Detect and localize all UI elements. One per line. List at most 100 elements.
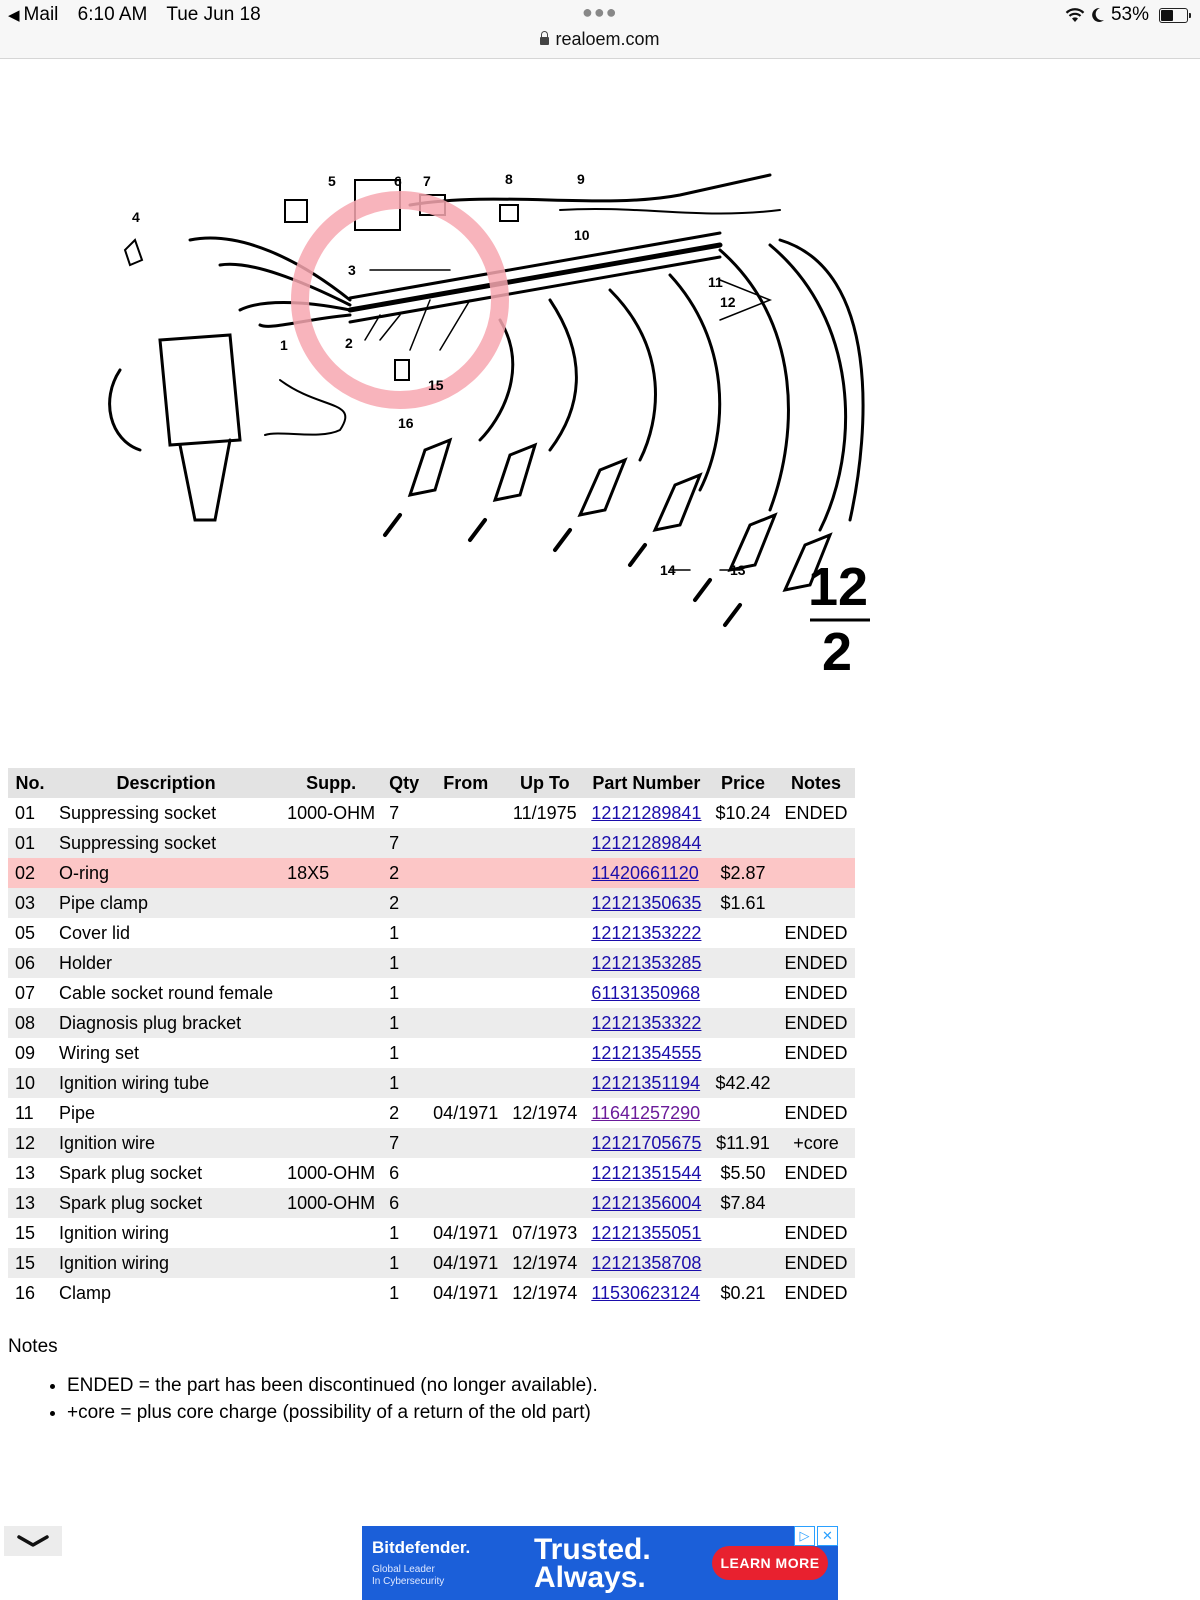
cell-price: $7.84: [708, 1188, 778, 1218]
cell-notes: +core: [777, 1128, 855, 1158]
cell-price: $0.21: [720, 1282, 766, 1303]
cell-part-number: 12121289841: [584, 798, 708, 828]
table-header-row: No. Description Supp. Qty From Up To Par…: [8, 768, 855, 798]
status-right: 53%: [1065, 4, 1191, 26]
part-number-link[interactable]: 12121355051: [591, 1222, 702, 1243]
adchoices-icon[interactable]: ▷: [794, 1526, 815, 1546]
cell-part-number: 12121358708: [584, 1248, 709, 1278]
part-number-link[interactable]: 12121353285: [591, 952, 702, 973]
header-supp: Supp.: [280, 768, 383, 798]
part-number-link[interactable]: 11530623124: [591, 1282, 701, 1303]
ad-banner[interactable]: Bitdefender. Global Leader In Cybersecur…: [362, 1526, 838, 1600]
cell-price: [708, 978, 777, 1008]
part-number-link[interactable]: 12121289841: [591, 802, 702, 823]
cell-supp: [280, 1098, 382, 1128]
cell-supp: [280, 948, 383, 978]
cell-qty: 1: [389, 1282, 400, 1303]
note-item: ENDED = the part has been discontinued (…: [67, 1372, 598, 1399]
cell-no: 01: [8, 828, 52, 858]
cell-description: Spark plug socket: [52, 1188, 281, 1218]
callout-1: 1: [280, 337, 288, 353]
cell-no: 11: [15, 1102, 34, 1123]
url-text[interactable]: realoem.com: [555, 29, 660, 49]
more-dots-icon[interactable]: ●●●: [582, 2, 618, 22]
cell-up-to: [505, 918, 584, 948]
back-app-label[interactable]: Mail: [23, 4, 59, 25]
callout-11: 11: [708, 274, 723, 290]
cell-no: 02: [8, 858, 52, 888]
cell-description: Diagnosis plug bracket: [52, 1008, 281, 1038]
cell-no: 06: [8, 948, 52, 978]
callout-5: 5: [328, 173, 336, 189]
back-arrow-icon[interactable]: ◀: [8, 7, 20, 24]
cell-qty: 6: [389, 1162, 400, 1183]
cell-qty: 7: [389, 802, 400, 823]
cell-supp: 1000-OHM: [287, 802, 376, 823]
callout-9: 9: [577, 171, 585, 187]
cell-from: [426, 888, 506, 918]
header-from: From: [426, 768, 506, 798]
battery-icon: [1159, 7, 1191, 23]
cell-part-number: 61131350968: [584, 978, 708, 1008]
cell-part-number: 12121353322: [584, 1008, 709, 1038]
part-number-link[interactable]: 12121351544: [591, 1162, 702, 1183]
clock: 6:10 AM: [77, 4, 148, 25]
cell-qty: 1: [389, 982, 400, 1003]
cell-supp: 18X5: [280, 858, 383, 888]
ad-learn-more-button[interactable]: LEARN MORE: [712, 1546, 828, 1580]
part-number-link[interactable]: 11420661120: [591, 862, 699, 883]
cell-up-to: 11/1975: [512, 802, 577, 823]
header-price: Price: [708, 768, 778, 798]
cell-supp: [280, 1068, 383, 1098]
part-number-link[interactable]: 12121354555: [591, 1042, 702, 1063]
part-number-link[interactable]: 12121353222: [591, 922, 702, 943]
ad-slogan-line: Trusted.: [534, 1533, 651, 1566]
cell-notes: ENDED: [777, 1008, 855, 1038]
cell-supp: 1000-OHM: [280, 1188, 383, 1218]
cell-from: [426, 1128, 506, 1158]
part-number-link[interactable]: 12121356004: [591, 1192, 702, 1213]
header-up-to: Up To: [505, 768, 585, 798]
part-number-link[interactable]: 12121353322: [591, 1012, 702, 1033]
cell-description: Ignition wire: [52, 1128, 281, 1158]
part-number-link[interactable]: 11641257290: [591, 1102, 701, 1123]
cell-qty: 6: [382, 1188, 427, 1218]
cell-description: Wiring set: [59, 1042, 140, 1063]
collapse-toolbar-button[interactable]: [4, 1526, 62, 1556]
part-number-link[interactable]: 12121350635: [591, 892, 702, 913]
cell-part-number: 11641257290: [584, 1098, 708, 1128]
notes-list: ENDED = the part has been discontinued (…: [22, 1372, 598, 1426]
cell-description: Cover lid: [59, 922, 131, 943]
part-number-link[interactable]: 12121358708: [591, 1252, 702, 1273]
callout-2: 2: [345, 335, 353, 351]
cell-price: $2.87: [708, 858, 778, 888]
cell-no: 12: [8, 1128, 52, 1158]
cell-description: Cable socket round female: [59, 982, 274, 1003]
cell-up-to: [505, 948, 585, 978]
cell-from: [426, 948, 506, 978]
cell-notes: ENDED: [784, 922, 848, 943]
ad-tagline: Global Leader In Cybersecurity: [372, 1564, 444, 1588]
close-icon[interactable]: ✕: [817, 1526, 838, 1546]
cell-price: [708, 1098, 777, 1128]
part-number-link[interactable]: 61131350968: [591, 982, 701, 1003]
parts-diagram: 1 2 3 4 5 6 7 8 9 10 11 12 13 14 15 16 1…: [108, 171, 870, 682]
part-number-link[interactable]: 12121705675: [591, 1132, 702, 1153]
cell-part-number: 12121353285: [584, 948, 709, 978]
part-number-link[interactable]: 12121289844: [591, 832, 702, 853]
part-number-link[interactable]: 12121351194: [591, 1072, 701, 1093]
cell-part-number: 12121355051: [584, 1218, 708, 1248]
cell-supp: [280, 1038, 382, 1068]
callout-8: 8: [505, 171, 513, 187]
cell-qty: 1: [382, 1008, 427, 1038]
cell-supp: [280, 1008, 383, 1038]
cell-qty: 1: [382, 1068, 427, 1098]
cell-price: [708, 1218, 777, 1248]
cell-description: Holder: [52, 948, 281, 978]
cell-notes: [777, 888, 855, 918]
cell-no: 10: [8, 1068, 52, 1098]
address-bar[interactable]: realoem.com: [0, 29, 1200, 50]
